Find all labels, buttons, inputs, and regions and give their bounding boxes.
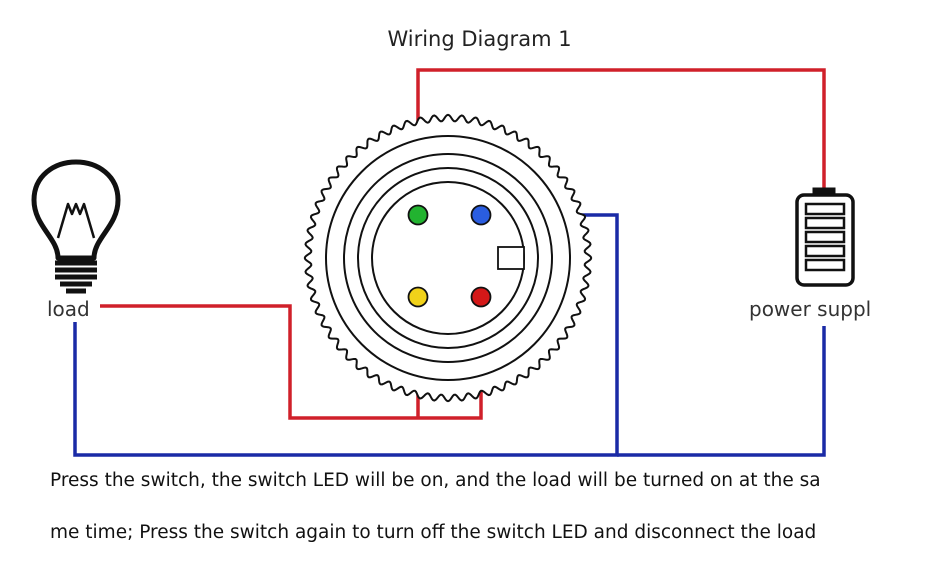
power-supply-label: power suppl — [749, 297, 872, 321]
green-terminal — [407, 204, 429, 226]
switch-ring-3 — [343, 153, 553, 363]
yellow-terminal — [407, 286, 429, 308]
switch-key-notch — [497, 246, 525, 270]
push-switch-icon — [303, 113, 593, 403]
switch-ring-2 — [325, 135, 571, 381]
diagram-title: Wiring Diagram 1 — [387, 27, 572, 51]
red-terminal — [470, 286, 492, 308]
light-bulb-icon — [31, 159, 121, 294]
caption-line-1: Press the switch, the switch LED will be… — [50, 470, 821, 491]
switch-ring-4 — [357, 167, 539, 349]
blue-terminal — [470, 204, 492, 226]
blue-wire-power — [617, 326, 826, 457]
caption-line-2: me time; Press the switch again to turn … — [50, 522, 817, 543]
battery-icon — [795, 187, 855, 287]
load-label: load — [47, 297, 90, 321]
